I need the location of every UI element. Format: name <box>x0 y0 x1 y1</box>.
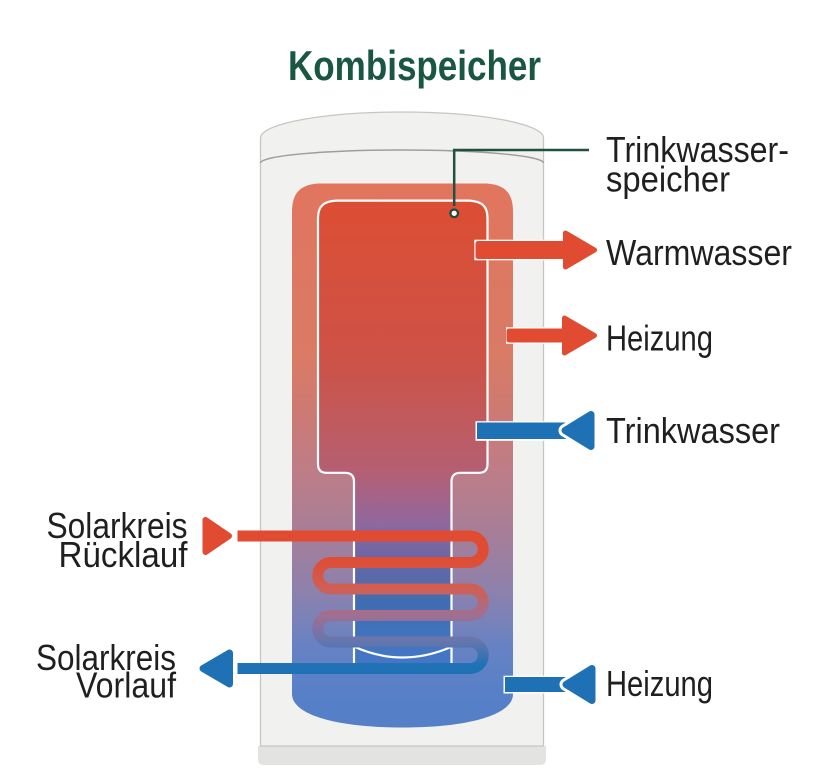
svg-text:Heizung: Heizung <box>606 318 713 359</box>
svg-text:speicher: speicher <box>606 159 730 200</box>
svg-text:Vorlauf: Vorlauf <box>76 665 177 706</box>
svg-text:Heizung: Heizung <box>606 663 713 704</box>
svg-text:Warmwasser: Warmwasser <box>606 232 792 273</box>
svg-text:Solarkreis: Solarkreis <box>47 505 188 546</box>
svg-text:Trinkwasser-: Trinkwasser- <box>606 129 789 170</box>
svg-text:Solarkreis: Solarkreis <box>36 637 176 678</box>
svg-text:Trinkwasser: Trinkwasser <box>606 410 780 451</box>
svg-text:Rücklauf: Rücklauf <box>59 534 189 575</box>
svg-text:Kombispeicher: Kombispeicher <box>288 42 541 89</box>
